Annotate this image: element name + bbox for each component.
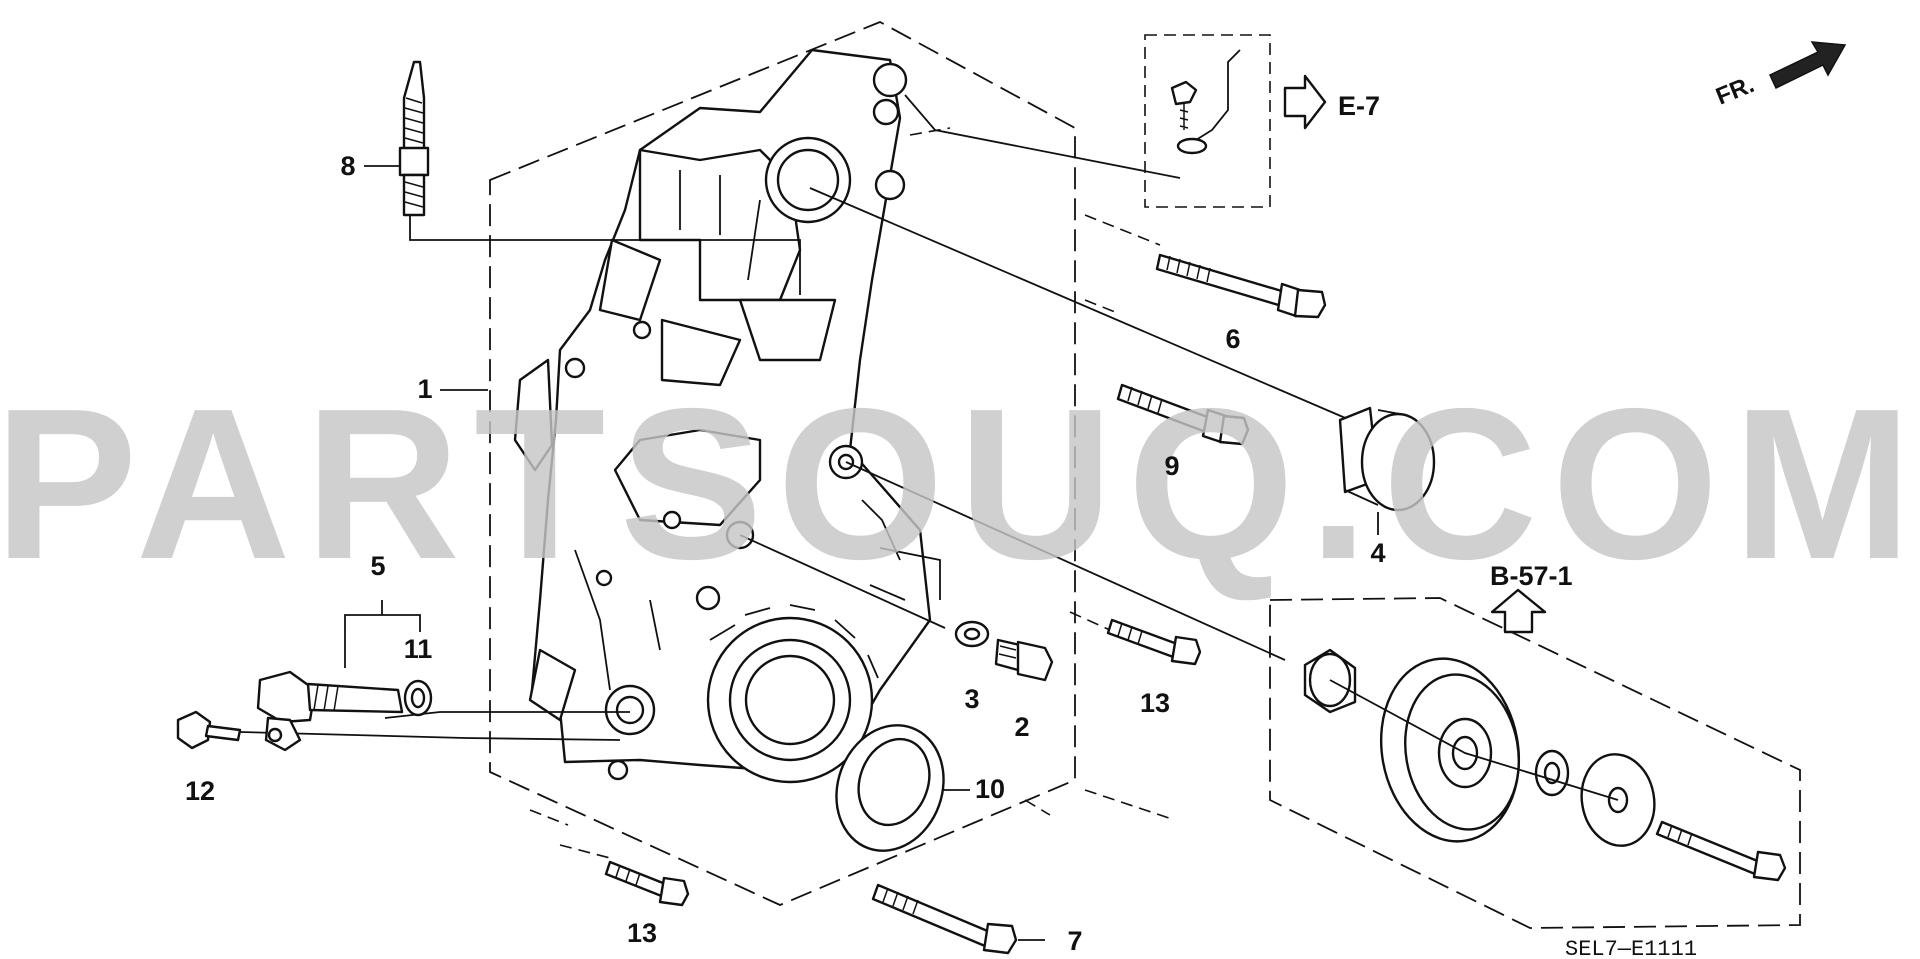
callout-4: 4 [1370,538,1385,568]
bolt-part-12[interactable] [176,710,242,750]
chain-case-part-1[interactable] [513,48,932,784]
leader-lines [239,94,1351,859]
callout-7: 7 [1067,926,1082,956]
callout-9: 9 [1164,451,1179,481]
callout-6: 6 [1225,324,1240,354]
bolt-part-13-bottom[interactable] [604,860,690,907]
watermark-text: PARTSOUQ.COM [0,363,1920,604]
callout-13-right: 13 [1140,688,1170,718]
idler-pulley-inset [1269,597,1801,929]
flange-bolt-part-6[interactable] [1155,253,1327,319]
harness-inset [1144,34,1271,208]
callout-2: 2 [1014,712,1029,742]
oil-seal-part-10[interactable] [819,710,970,866]
e7-arrow-icon [1283,74,1327,130]
idler-pulley[interactable] [1303,648,1787,882]
b571-arrow-icon [1490,588,1547,634]
ref-b571[interactable]: B-57-1 [1490,561,1573,591]
bolt-part-9[interactable] [1116,383,1250,446]
ref-e7[interactable]: E-7 [1338,91,1380,121]
o-ring-part-11[interactable] [403,679,433,717]
washer-part-3[interactable] [954,620,990,648]
callout-3: 3 [964,684,979,714]
callout-8: 8 [340,151,355,181]
bolt-part-13-right[interactable] [1106,618,1202,666]
front-arrow-icon [1769,41,1847,90]
assembly-frame [489,21,1076,906]
bolt-part-7[interactable] [871,883,1045,955]
callout-11: 11 [404,634,433,664]
callout-5: 5 [370,551,385,581]
stud-bolt-part-8[interactable] [398,60,430,217]
callout-1: 1 [417,374,432,404]
front-direction-label: FR. [1712,71,1758,111]
part-5-bracket [344,600,421,668]
sensor-part-5[interactable] [256,670,404,752]
diagram-code: SEL7—E1111 [1565,937,1697,959]
callout-13-bottom: 13 [627,918,657,948]
callout-12: 12 [185,776,215,806]
bolt-part-2[interactable] [994,638,1054,682]
callout-10: 10 [975,774,1005,804]
cap-part-4[interactable] [1338,406,1436,535]
